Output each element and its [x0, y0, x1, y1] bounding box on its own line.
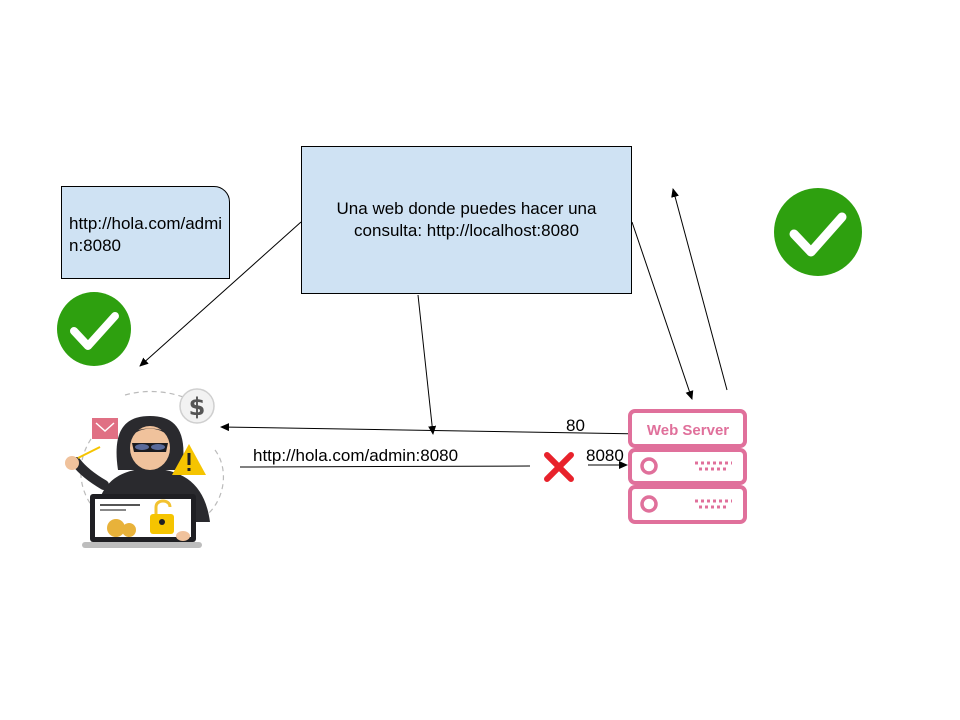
- arrow-server-response-80: [220, 423, 647, 435]
- request-url-label: http://hola.com/admin:8080: [253, 446, 459, 465]
- arrow-web-to-hacker: [139, 221, 302, 367]
- dollar-icon: $: [179, 388, 215, 424]
- web-query-text: Una web donde puedes hacer una consulta:…: [336, 199, 597, 240]
- padlock-icon: [150, 499, 174, 534]
- svg-text:$: $: [189, 393, 206, 421]
- cross-icon: [544, 452, 574, 482]
- web-server-icon: Web Server: [628, 409, 747, 524]
- request-line: [239, 465, 531, 468]
- mail-icon: [92, 418, 118, 439]
- warning-icon: [172, 444, 206, 475]
- arrow-web-to-request: [417, 294, 437, 435]
- check-icon: [774, 188, 862, 276]
- url-note-box: http://hola.com/admin:8080: [61, 186, 230, 279]
- check-icon: [57, 292, 131, 366]
- server-label: Web Server: [647, 422, 729, 439]
- arrow-web-to-server: [631, 221, 694, 400]
- arrow-server-to-web: [671, 188, 728, 391]
- port-80-label: 80: [566, 416, 585, 435]
- url-note-text: http://hola.com/admin:8080: [69, 214, 223, 255]
- hacker-icon: [65, 390, 224, 548]
- port-8080-label: 8080: [586, 446, 624, 465]
- web-query-box: Una web donde puedes hacer una consulta:…: [301, 146, 632, 294]
